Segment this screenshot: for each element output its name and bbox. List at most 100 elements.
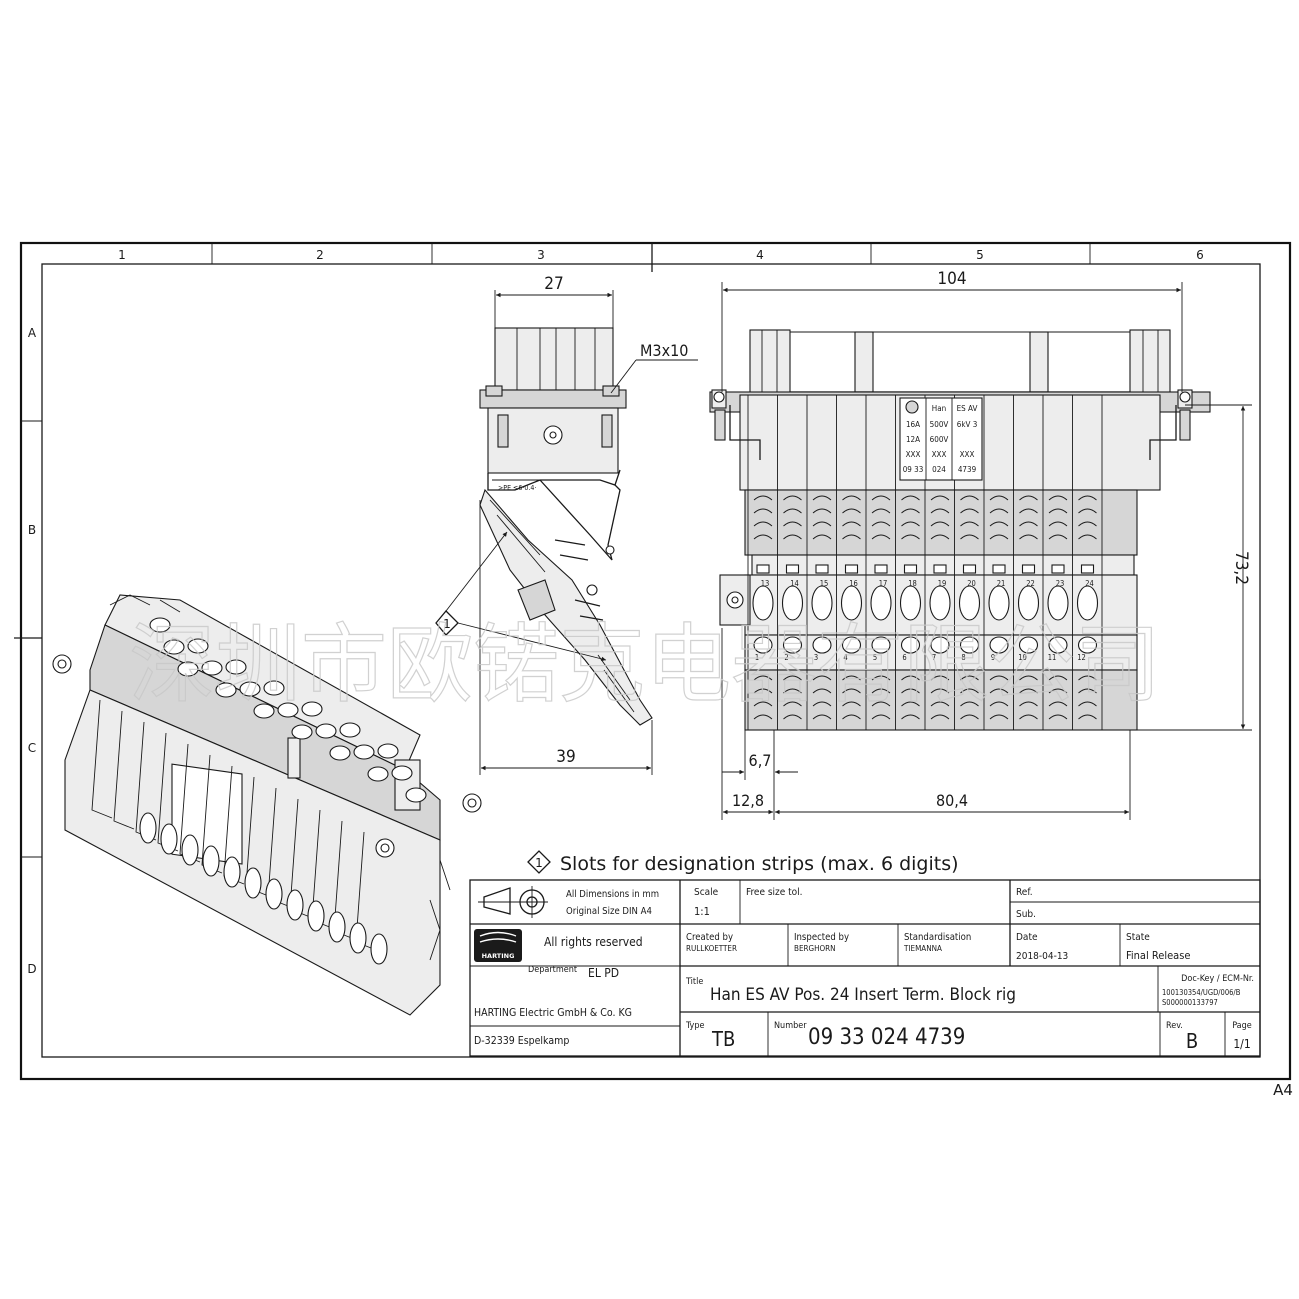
tolerance: Free size tol. [746, 887, 803, 898]
release-opening [900, 636, 921, 654]
spring-clip [960, 521, 979, 527]
terminal-number-top: 21 [997, 579, 1006, 588]
row-label: A [28, 326, 37, 340]
iso-wire-entry [160, 823, 178, 855]
spring-clip [812, 688, 832, 694]
contact-cavity [329, 745, 351, 761]
label-ul-current: 12A [906, 435, 920, 444]
contact-cavity [149, 617, 171, 633]
dockey-value-1: 100130354/UGD/006/B [1162, 988, 1241, 997]
label-series: ES AV [957, 404, 978, 413]
spring-clip [989, 714, 1009, 720]
release-opening [1077, 636, 1098, 654]
spring-clip [901, 508, 920, 514]
contact-cavity [391, 765, 413, 781]
terminal-number-top: 14 [790, 579, 799, 588]
spring-clip [930, 701, 950, 707]
state-value: Final Release [1126, 949, 1191, 962]
title-value: Han ES AV Pos. 24 Insert Term. Block rig [710, 985, 1016, 1005]
wire-entry [1076, 585, 1099, 621]
label-voltage: 500V [930, 420, 949, 429]
marker-slot [1051, 564, 1065, 574]
terminal-number-bottom: 7 [932, 653, 936, 662]
department-value: EL PD [588, 966, 619, 980]
terminal-number-top: 20 [967, 579, 976, 588]
sheet-frame [14, 241, 1292, 1081]
terminal-number-top: 19 [938, 579, 947, 588]
spring-clip [1019, 508, 1038, 514]
spring-clip [989, 675, 1009, 681]
spring-clip [783, 534, 802, 540]
column-label: 2 [316, 248, 324, 262]
contact-cavity [277, 702, 299, 718]
rights-text: All rights reserved [544, 935, 643, 949]
spring-clip [901, 675, 920, 681]
spring-clip [930, 675, 950, 681]
spring-clip [1048, 714, 1068, 720]
spring-clip [812, 508, 832, 514]
spring-clip [871, 688, 891, 694]
column-label: 1 [118, 248, 126, 262]
contact-cavity [187, 638, 209, 654]
spring-clip [1048, 675, 1068, 681]
label-xxx: XXX [960, 450, 975, 459]
side-view-label: >PE ≤6·0.4· [498, 484, 536, 492]
terminal-number-top: 17 [879, 579, 888, 588]
contact-cavity [291, 724, 313, 740]
spring-clip [989, 508, 1009, 514]
label-ul-voltage: 600V [930, 435, 949, 444]
row-labels: A B C D [27, 326, 37, 976]
terminal-number-top: 18 [908, 579, 917, 588]
spring-clip [842, 495, 861, 501]
wire-entry [988, 585, 1010, 621]
harting-logo-icon: HARTING [474, 929, 522, 962]
spring-clip [842, 508, 861, 514]
label-current: 16A [906, 420, 920, 429]
spring-clip [989, 495, 1009, 501]
note-marker: 1 [535, 856, 543, 870]
wire-entry [781, 585, 804, 621]
side-view: >PE ≤6·0.4· [479, 327, 653, 726]
dim-side-depth: 39 [556, 747, 575, 767]
spring-clip [1048, 508, 1068, 514]
iso-fins [91, 699, 388, 965]
release-opening [989, 636, 1009, 654]
spring-clip [1048, 688, 1068, 694]
spring-clip [901, 495, 920, 501]
iso-wire-entry [265, 878, 283, 910]
wire-entry [929, 585, 951, 621]
spring-clip [753, 508, 773, 514]
title-block: All Dimensions in mm Original Size DIN A… [469, 879, 1261, 1057]
iso-wire-entry [286, 889, 304, 921]
format-mark: A4 [1273, 1081, 1293, 1099]
spring-clip [989, 701, 1009, 707]
iso-wire-entry [223, 856, 241, 888]
type-label: Type [685, 1021, 704, 1031]
spring-clip [753, 688, 773, 694]
dims-note-1: All Dimensions in mm [566, 889, 659, 900]
spring-clip [989, 688, 1009, 694]
spring-clip [930, 508, 950, 514]
dim-front-width: 104 [937, 269, 966, 289]
contact-cavity [201, 660, 223, 676]
terminal-number-top: 24 [1085, 579, 1094, 588]
contact-cavity [163, 639, 185, 655]
ref-label: Ref. [1016, 887, 1033, 898]
inspected-value: BERGHORN [794, 944, 836, 953]
contact-cavity [353, 744, 375, 760]
terminal-number-bottom: 12 [1077, 653, 1086, 662]
created-label: Created by [686, 932, 733, 943]
release-opening [871, 636, 891, 654]
spring-clip [901, 521, 920, 527]
dim-offset-left: 12,8 [732, 791, 764, 810]
terminal-number-bottom: 9 [991, 653, 995, 662]
wire-entry [1047, 585, 1069, 621]
terminal-number-bottom: 1 [755, 653, 759, 662]
date-value: 2018-04-13 [1016, 951, 1068, 962]
standard-label: Standardisation [904, 932, 971, 943]
release-opening [930, 636, 950, 654]
spring-clip [812, 521, 832, 527]
marker-slot [815, 564, 829, 574]
callout-marker: 1 [443, 617, 451, 631]
spring-clip [930, 495, 950, 501]
